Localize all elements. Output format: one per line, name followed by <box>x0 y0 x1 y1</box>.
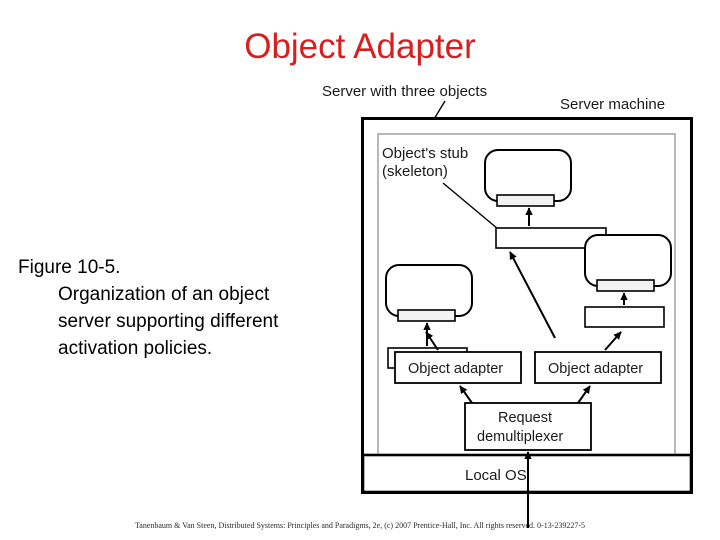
label-local-os: Local OS <box>465 467 527 484</box>
label-request-demultiplexer-line1: Request <box>498 410 552 426</box>
object-left <box>385 264 473 317</box>
arrow-demux-to-left-adapter <box>459 385 473 404</box>
object-adapter-right-box <box>534 351 662 384</box>
figure-caption-text: Organization of an object server support… <box>58 284 279 359</box>
page-title: Object Adapter <box>244 27 476 66</box>
label-object-adapter-right: Object adapter <box>548 361 643 377</box>
label-server-machine: Server machine <box>560 96 665 113</box>
arrow-right-adapter-to-right-stub <box>604 331 622 351</box>
label-object-adapter-left: Object adapter <box>408 361 503 377</box>
object-adapter-diagram: Server with three objects Server machine… <box>320 80 720 530</box>
skeleton-top <box>496 194 555 207</box>
leader-object-stub <box>442 182 499 230</box>
arrow-right-adapter-to-top-stub <box>509 251 556 339</box>
arrow-demux-to-right-adapter <box>577 385 591 404</box>
footer-credit: Tanenbaum & Van Steen, Distributed Syste… <box>134 521 586 530</box>
request-demultiplexer-box <box>464 402 592 451</box>
label-object-stub-line2: (skeleton) <box>382 163 448 180</box>
object-right <box>584 234 672 287</box>
skeleton-right <box>596 279 655 292</box>
object-top <box>484 149 572 202</box>
label-server-with-three-objects: Server with three objects <box>322 83 487 100</box>
figure-caption: Figure 10-5. Organization of an object s… <box>18 254 308 362</box>
figure-number: Figure 10-5. <box>18 257 121 278</box>
object-adapter-left-box <box>394 351 522 384</box>
label-request-demultiplexer-line2: demultiplexer <box>477 429 563 445</box>
skeleton-left <box>397 309 456 322</box>
stub-bar-right <box>584 306 665 328</box>
arrow-left-adapter-to-left-stub <box>425 331 439 351</box>
label-object-stub-line1: Object's stub <box>382 145 468 162</box>
